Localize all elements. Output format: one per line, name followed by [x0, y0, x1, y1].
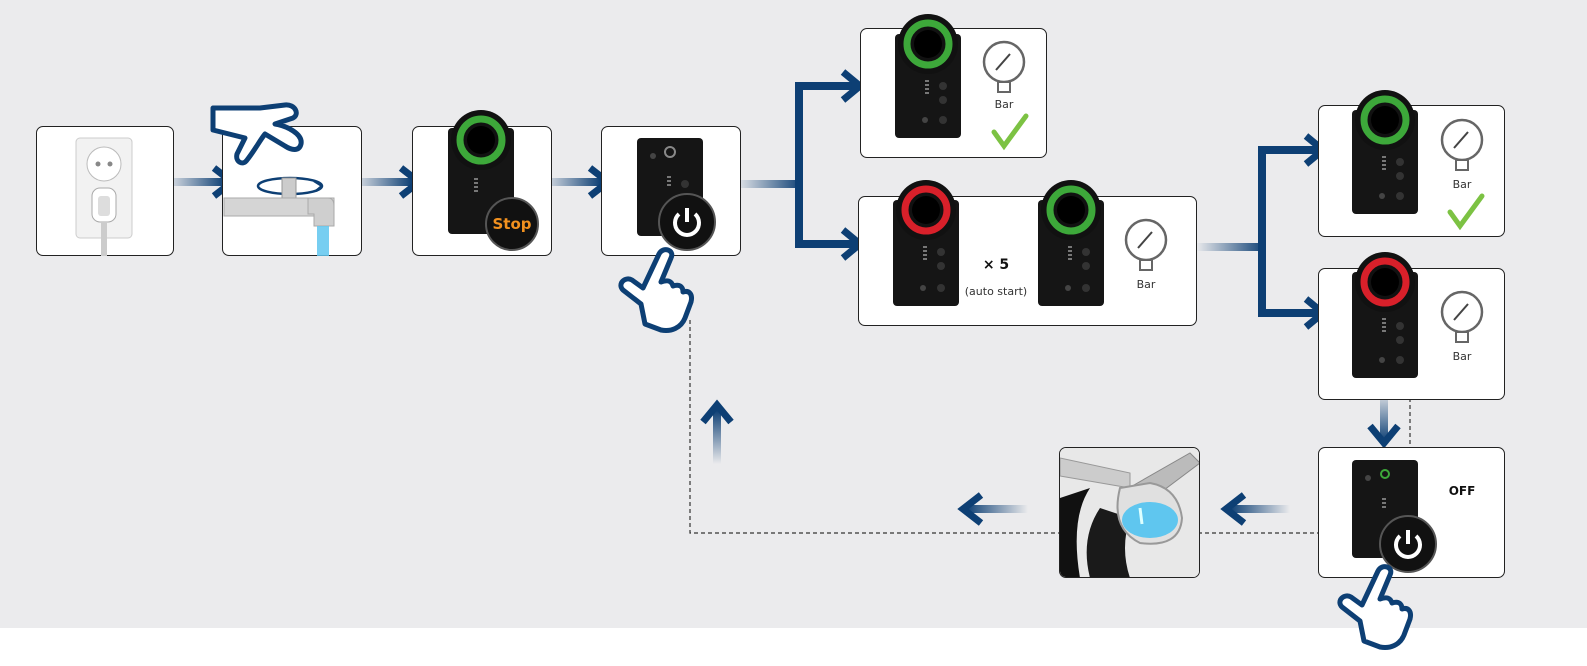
- pressure-gauge-icon: [1440, 290, 1484, 343]
- pressure-gauge-icon: [1440, 118, 1484, 171]
- pointing-hand-icon: [618, 247, 694, 333]
- pressure-gauge-icon: [1124, 218, 1168, 271]
- pump-control-icon: [895, 14, 961, 138]
- cleaning-icon: [1060, 448, 1199, 577]
- bar-label: Bar: [1452, 350, 1472, 363]
- pointing-hand-icon: [1337, 564, 1413, 650]
- checkmark-icon: [991, 113, 1029, 151]
- pump-control-icon: [1352, 252, 1418, 378]
- power-button-icon: [658, 193, 716, 251]
- power-plug-icon: [75, 137, 133, 256]
- down-arrow: [1367, 390, 1401, 449]
- branch-arrow-2: [1196, 133, 1329, 330]
- flow-arrow: [352, 165, 425, 199]
- pump-control-icon: [1038, 180, 1104, 306]
- pump-control-icon: [893, 180, 959, 306]
- pump-control-icon: [1352, 90, 1418, 214]
- checkmark-icon: [1447, 193, 1485, 231]
- stop-button-icon: [485, 197, 539, 251]
- bar-label: Bar: [1136, 278, 1156, 291]
- left-arrow-1: [1220, 492, 1290, 526]
- faucet-icon: [223, 176, 335, 256]
- auto-start-label: (auto start): [964, 285, 1028, 298]
- bar-label: Bar: [994, 98, 1014, 111]
- up-arrow: [700, 399, 734, 464]
- stop-label: Stop: [492, 215, 532, 233]
- bar-label: Bar: [1452, 178, 1472, 191]
- left-arrow-2: [957, 492, 1028, 526]
- off-label: OFF: [1448, 484, 1476, 498]
- pressure-gauge-icon: [982, 40, 1026, 93]
- cleaning-box: [1059, 447, 1200, 578]
- power-button-icon: [1379, 515, 1437, 573]
- branch-arrow-1: [735, 69, 866, 261]
- flow-diagram: Stop Bar: [0, 0, 1587, 628]
- repeat-count-label: × 5: [982, 257, 1010, 273]
- dashed-return-line: [689, 320, 1411, 534]
- hand-icon: [210, 102, 304, 166]
